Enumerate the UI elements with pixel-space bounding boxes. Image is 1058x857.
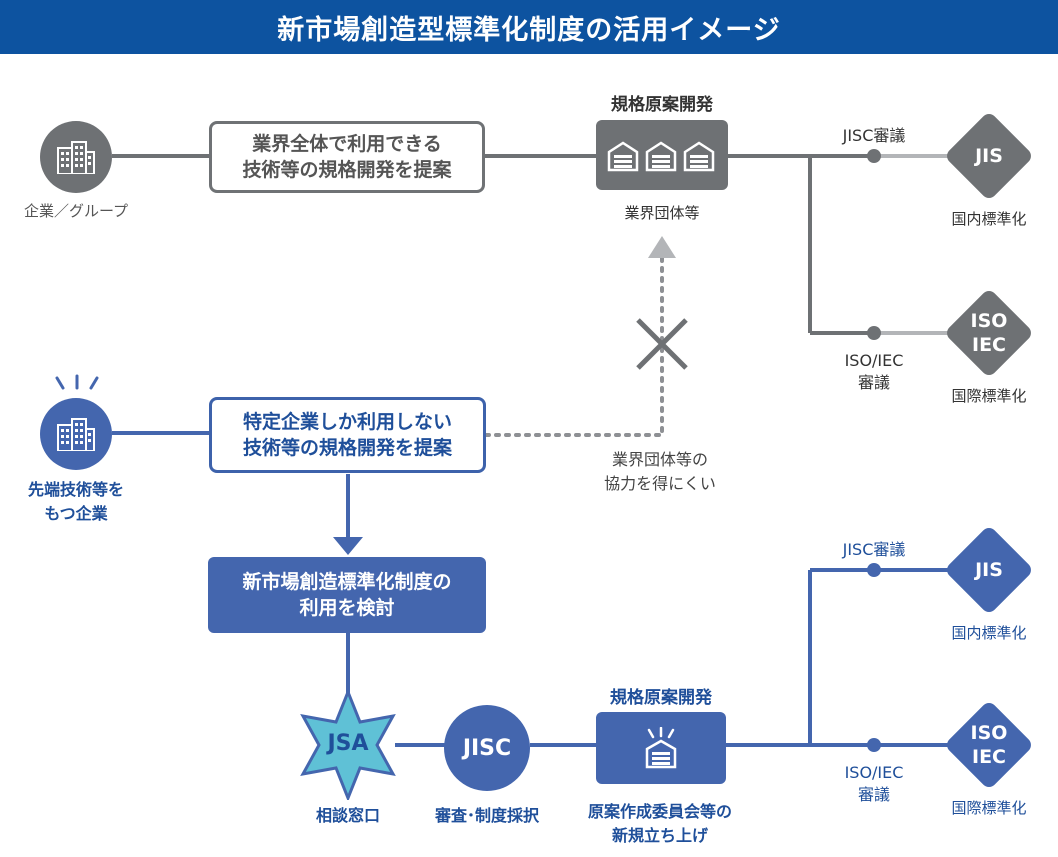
advanced-company-caption-line1: 先端技術等を [27,480,124,499]
jisc-circle: JISC [444,705,530,791]
proposal-middle-line1: 特定企業しか利用しない [242,411,452,433]
dotted-blocked-path [484,256,664,437]
org-caption-top: 業界団体等 [624,204,700,222]
proposal-top-line2: 技術等の規格開発を提案 [242,159,452,181]
factory-icon [607,141,715,172]
committee-caption: 原案作成委員会等の 新規立ち上げ [560,800,760,848]
jis-label-top: JIS [975,145,1003,167]
blocked-caption-line2: 協力を得にくい [604,474,716,493]
spark-icon [55,374,99,390]
iso-caption-top: 国際標準化 [951,387,1027,405]
org-box-top [596,120,728,190]
blocked-caption-line1: 業界団体等の [611,450,708,469]
iso-review-top-line2: 審議 [857,373,890,392]
jis-caption-top: 国内標準化 [951,210,1027,228]
jis-caption-bottom: 国内標準化 [951,624,1027,642]
company-caption: 企業／グループ [23,202,129,220]
jis-label-bottom: JIS [975,559,1003,581]
proposal-middle-line2: 技術等の規格開発を提案 [242,437,452,459]
jsa-star-badge [300,690,396,800]
iso-review-top: ISO/IEC 審議 [820,350,928,394]
iso-label-bottom: ISO IEC [943,720,1035,770]
iso-label-bottom-line1: ISO [970,722,1008,744]
building-icon [57,141,95,174]
consider-line1: 新市場創造標準化制度の [242,571,452,593]
jsa-label: JSA [327,731,369,756]
jisc-review-bottom: JISC審議 [842,540,906,559]
building-icon [57,418,95,451]
page-title: 新市場創造型標準化制度の活用イメージ [0,0,1058,54]
iso-review-bottom: ISO/IEC 審議 [820,762,928,806]
committee-caption-line2: 新規立ち上げ [611,826,708,845]
committee-box [596,712,726,784]
iso-label-top: ISO IEC [943,308,1035,358]
proposal-box-middle: 特定企業しか利用しない 技術等の規格開発を提案 [209,397,486,473]
blocked-caption: 業界団体等の 協力を得にくい [580,448,740,496]
consider-line2: 利用を検討 [299,597,395,619]
jisc-caption: 審査･制度採択 [434,806,539,825]
down-arrow-head [333,537,363,555]
review-dot-iso-bottom [867,738,881,752]
review-dot-iso-top [867,326,881,340]
committee-caption-line1: 原案作成委員会等の [587,802,732,821]
proposal-box-top: 業界全体で利用できる 技術等の規格開発を提案 [209,121,485,193]
review-dot-jisc-top [867,149,881,163]
iso-review-top-line1: ISO/IEC [844,351,904,370]
dotted-arrow-head [648,236,676,258]
jsa-caption: 相談窓口 [315,806,380,825]
company-icon [40,121,112,193]
iso-label-top-line1: ISO [970,310,1008,332]
advanced-company-caption-line2: もつ企業 [44,504,108,523]
proposal-top-line1: 業界全体で利用できる [252,133,442,155]
iso-review-bottom-line2: 審議 [857,785,890,804]
iso-caption-bottom: 国際標準化 [951,799,1027,817]
jisc-label: JISC [462,735,512,761]
jisc-review-top: JISC審議 [842,126,906,145]
iso-label-top-line2: IEC [972,334,1006,356]
dev-label-top: 規格原案開発 [611,95,713,115]
advanced-company-icon [40,398,112,470]
factory-icon [645,727,677,769]
iso-label-bottom-line2: IEC [972,746,1006,768]
dev-label-bottom: 規格原案開発 [610,688,712,708]
cross-mark-b [636,318,688,370]
iso-review-bottom-line1: ISO/IEC [844,763,904,782]
advanced-company-caption: 先端技術等を もつ企業 [0,478,152,526]
review-dot-jisc-bottom [867,563,881,577]
consider-box: 新市場創造標準化制度の 利用を検討 [208,557,486,633]
